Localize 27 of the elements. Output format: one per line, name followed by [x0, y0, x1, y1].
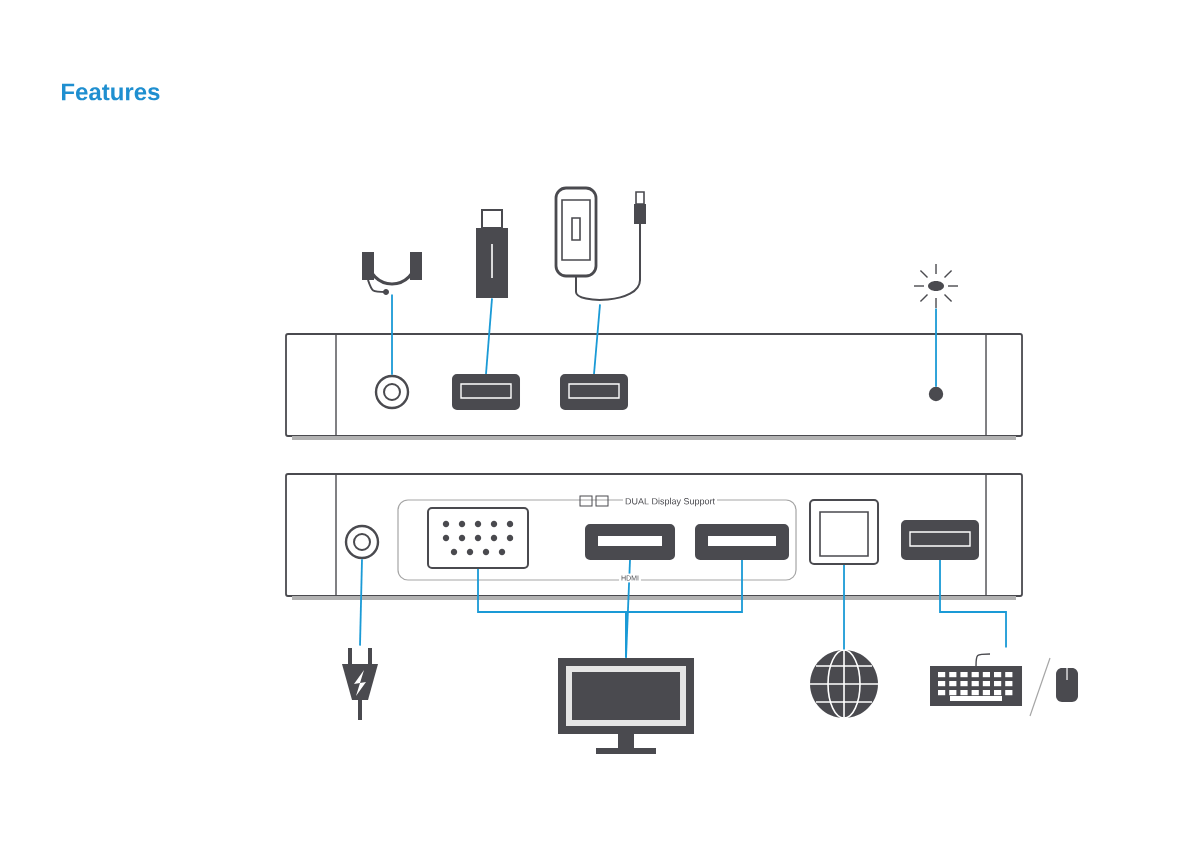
leader-line [391, 293, 393, 376]
ethernet-port [809, 499, 879, 565]
globe-icon [809, 649, 879, 719]
leader-line [939, 559, 1007, 649]
usb-port [560, 374, 628, 410]
title: Features [62, 83, 160, 101]
power-plug-icon [342, 648, 378, 720]
hdmi-port [585, 524, 675, 560]
leader-line [485, 297, 493, 375]
leader-line [935, 307, 937, 388]
audio-jack [374, 374, 410, 410]
usb-port [452, 374, 520, 410]
usb-port [901, 520, 979, 560]
headset-icon [362, 252, 422, 295]
usb-drive-icon [476, 209, 508, 298]
vga-port [427, 507, 529, 569]
leader-line [593, 303, 601, 375]
leader-line [625, 559, 743, 659]
leader-line [843, 564, 845, 651]
monitor-icon [558, 658, 694, 754]
displayport-port [695, 524, 789, 560]
status-light [928, 386, 944, 402]
phone-icon [554, 186, 646, 301]
keyboard-mouse-icon [930, 653, 1078, 717]
power-port [344, 524, 380, 560]
leader-line [359, 558, 363, 647]
light-icon [913, 263, 959, 309]
